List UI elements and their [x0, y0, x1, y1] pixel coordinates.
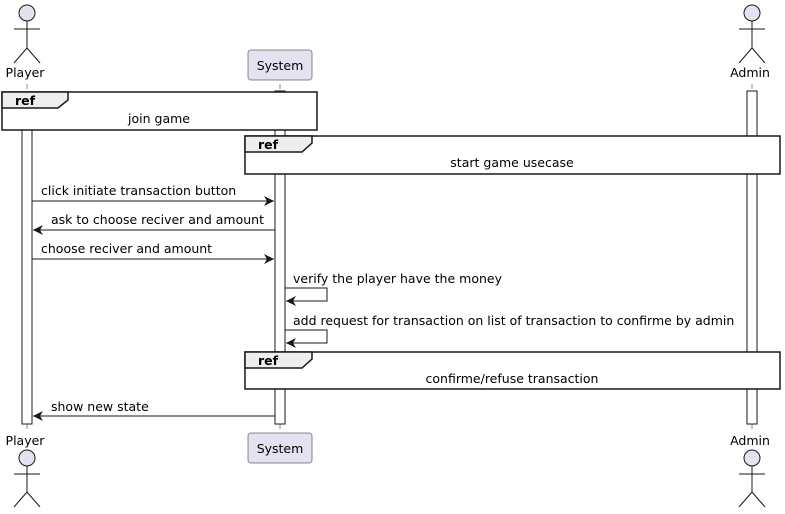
- admin-activation-bar: [746, 90, 758, 425]
- message-choose-reciver: choose reciver and amount: [32, 241, 274, 264]
- self-message-verify: verify the player have the money: [285, 271, 503, 306]
- ref-tag-label: ref: [258, 137, 279, 152]
- ref-text-confirme-refuse: confirme/refuse transaction: [426, 371, 599, 386]
- system-participant-top: System: [247, 49, 313, 81]
- message-label: ask to choose reciver and amount: [51, 212, 264, 227]
- player-activation-bar: [21, 109, 33, 425]
- system-participant-bottom: System: [247, 432, 313, 464]
- admin-actor-top: Admin: [730, 4, 770, 80]
- message-label: show new state: [51, 399, 149, 414]
- player-label: Player: [6, 433, 46, 448]
- message-label: click initiate transaction button: [41, 183, 236, 198]
- message-ask-choose: ask to choose reciver and amount: [33, 212, 275, 235]
- ref-frame-start-game: ref start game usecase: [244, 135, 781, 175]
- ref-text-start-game: start game usecase: [450, 155, 574, 170]
- actor-icon: [13, 449, 41, 508]
- system-label: System: [257, 441, 304, 456]
- message-label: verify the player have the money: [293, 271, 503, 286]
- message-label: add request for transaction on list of t…: [293, 313, 734, 328]
- system-label: System: [257, 58, 304, 73]
- player-actor-top: Player: [6, 4, 46, 80]
- actor-icon: [13, 4, 41, 64]
- player-actor-bottom: Player: [6, 433, 46, 508]
- actor-icon: [738, 449, 766, 508]
- ref-frame-confirme-refuse: ref confirme/refuse transaction: [244, 351, 781, 390]
- ref-tag-label: ref: [258, 353, 279, 368]
- admin-actor-bottom: Admin: [730, 433, 770, 508]
- message-label: choose reciver and amount: [41, 241, 212, 256]
- self-message-add-request: add request for transaction on list of t…: [285, 313, 734, 348]
- ref-text-join-game: join game: [127, 111, 190, 126]
- ref-frame-join-game: ref join game: [1, 91, 318, 131]
- message-show-new-state: show new state: [33, 399, 275, 421]
- actor-icon: [738, 4, 766, 64]
- ref-tag-label: ref: [15, 93, 36, 108]
- system-activation-bar: [274, 90, 286, 425]
- admin-label: Admin: [730, 433, 770, 448]
- message-click-initiate: click initiate transaction button: [32, 183, 274, 206]
- player-label: Player: [6, 65, 46, 80]
- admin-label: Admin: [730, 65, 770, 80]
